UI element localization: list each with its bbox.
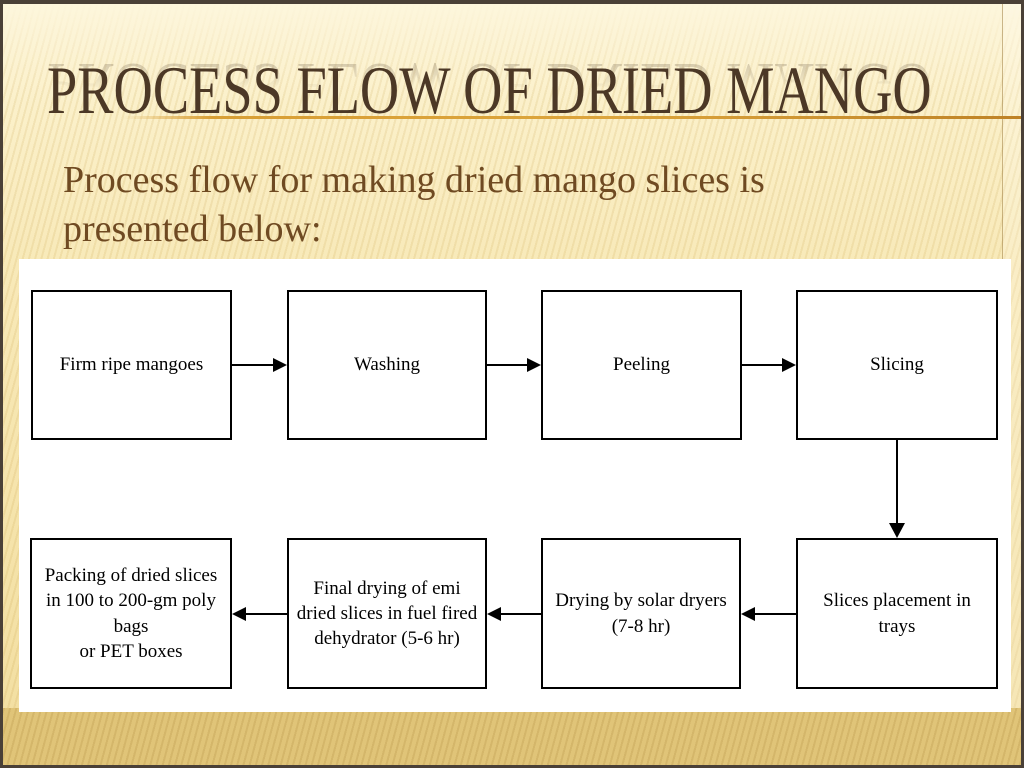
flow-box-slices-placement: Slices placement in trays — [796, 538, 998, 689]
flow-box-label: Firm ripe mangoes — [59, 354, 204, 376]
flow-box-label: Peeling — [613, 354, 670, 376]
flow-box-label: Slicing — [870, 354, 924, 376]
flowchart-panel: Firm ripe mangoes Washing Peeling Slicin… — [19, 259, 1011, 712]
bottom-band — [3, 708, 1021, 765]
slide-title: PROCESS FLOW OF DRIED MANGO — [47, 52, 932, 128]
flow-box-packing: Packing of dried slices in 100 to 200-gm… — [30, 538, 232, 689]
bottom-band-stripes — [3, 708, 1021, 765]
flow-box-label: Final drying of emi dried slices in fuel… — [296, 577, 478, 650]
flow-box-label: Slices placement in trays — [823, 590, 971, 637]
flow-box-washing: Washing — [287, 290, 487, 440]
flow-box-final-drying: Final drying of emi dried slices in fuel… — [287, 538, 487, 689]
title-accent-rule — [123, 116, 1021, 119]
flow-box-label: Packing of dried slices in 100 to 200-gm… — [44, 565, 218, 662]
flow-box-firm-ripe-mangoes: Firm ripe mangoes — [31, 290, 232, 440]
flow-box-label: Drying by solar dryers (7-8 hr) — [555, 590, 727, 637]
flow-box-slicing: Slicing — [796, 290, 998, 440]
slide-subtitle: Process flow for making dried mango slic… — [63, 159, 765, 251]
flow-box-peeling: Peeling — [541, 290, 742, 440]
flow-box-label: Washing — [353, 354, 421, 376]
flow-box-solar-drying: Drying by solar dryers (7-8 hr) — [541, 538, 741, 689]
